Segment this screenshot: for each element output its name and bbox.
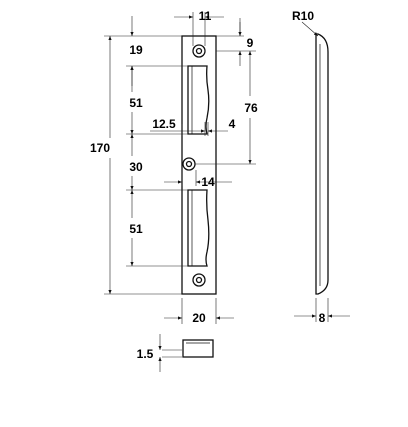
side-view xyxy=(294,21,350,322)
dim-top-hole-width: 11 xyxy=(199,9,212,23)
dim-center-hole-width: 14 xyxy=(201,175,215,189)
dim-hole-spacing: 76 xyxy=(244,101,258,115)
dim-upper-opening: 51 xyxy=(129,96,143,110)
upper-opening xyxy=(187,65,210,135)
plate-width-dimension xyxy=(164,298,234,324)
center-screw-hole xyxy=(182,157,196,171)
dim-top-to-hole: 19 xyxy=(129,43,143,57)
dim-middle-gap: 30 xyxy=(129,160,143,174)
center-hole-dimension xyxy=(164,170,232,186)
left-dimensions xyxy=(104,16,188,295)
dim-latch-lip: 4 xyxy=(229,117,236,131)
dim-top-hole-offset: 9 xyxy=(247,36,254,50)
dim-overall-height: 170 xyxy=(90,141,110,155)
plate-outline xyxy=(181,35,217,295)
latch-dimension xyxy=(150,122,228,136)
top-hole-dimension xyxy=(174,12,224,46)
side-profile xyxy=(315,33,329,295)
top-screw-hole xyxy=(192,44,206,58)
dim-side-radius: R10 xyxy=(292,9,314,23)
section-detail xyxy=(158,334,214,372)
dim-lower-opening: 51 xyxy=(129,222,143,236)
front-view xyxy=(181,35,217,295)
section-profile xyxy=(182,339,214,358)
dim-latch-depth: 12.5 xyxy=(152,117,176,131)
right-dimensions xyxy=(195,18,256,165)
dim-plate-width: 20 xyxy=(192,311,206,325)
bottom-screw-hole xyxy=(192,273,206,287)
dim-side-thickness: 8 xyxy=(319,311,326,325)
lower-opening xyxy=(187,189,210,267)
dim-section-thickness: 1.5 xyxy=(137,347,154,361)
